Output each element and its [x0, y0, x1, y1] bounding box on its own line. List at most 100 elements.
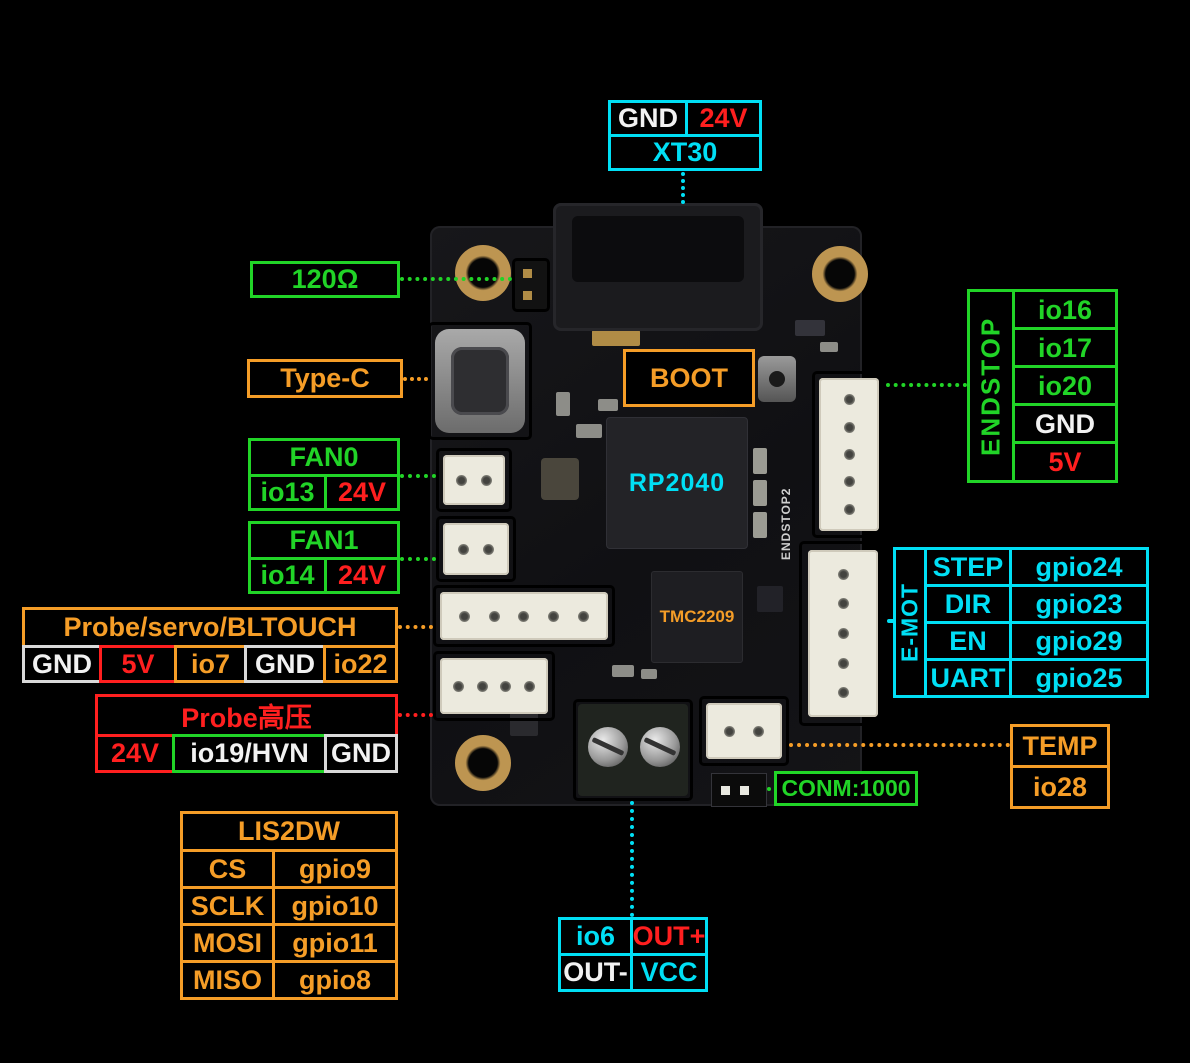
- pin: [753, 725, 764, 737]
- probe-connector: [440, 592, 608, 640]
- solder-tab: [592, 330, 640, 346]
- pin: [458, 610, 470, 622]
- emot-gpio29: gpio29: [1009, 621, 1149, 661]
- xt30-title: XT30: [608, 134, 762, 171]
- heater-pin-io6: io6: [558, 917, 633, 956]
- emot-connector: [808, 550, 878, 717]
- typec-port-slot: [451, 347, 509, 415]
- boot-label: BOOT: [650, 362, 728, 393]
- pin: [476, 680, 488, 692]
- rp2040-chip: RP2040: [606, 417, 748, 549]
- resistor: [753, 480, 767, 506]
- fan0-leader-line: [400, 474, 436, 478]
- endstop-connector-outline: [812, 371, 886, 538]
- endstop-pin-io16: io16: [1012, 289, 1118, 331]
- capacitor: [612, 665, 634, 677]
- emot-title: E-MOT: [893, 547, 927, 698]
- lis2dw-gpio10: gpio10: [272, 886, 398, 926]
- mounting-hole-top-left: [455, 245, 511, 301]
- r120-label: 120Ω: [250, 261, 400, 298]
- probe-hv-leader-line: [398, 713, 433, 717]
- lis2dw-gpio8: gpio8: [272, 960, 398, 1000]
- pin: [452, 680, 464, 692]
- pin: [843, 448, 855, 460]
- pin: [456, 474, 468, 486]
- pin: [578, 610, 590, 622]
- tmc2209-label: TMC2209: [659, 607, 735, 626]
- pin: [843, 476, 855, 488]
- heater-pin-vcc: VCC: [630, 953, 708, 992]
- pad: [523, 269, 532, 278]
- pin: [837, 627, 849, 639]
- conm-label: CONM:1000: [774, 771, 918, 806]
- emot-gpio23: gpio23: [1009, 584, 1149, 624]
- resistor: [753, 448, 767, 474]
- lis2dw-mosi: MOSI: [180, 923, 275, 963]
- pin: [740, 786, 749, 795]
- probe-pin-gnd1: GND: [22, 645, 102, 683]
- typec-label: Type-C: [247, 359, 403, 398]
- capacitor: [820, 342, 838, 352]
- fan1-title: FAN1: [248, 521, 400, 560]
- silkscreen-endstop-text: ENDSTOP2: [779, 487, 793, 560]
- lis2dw-gpio9: gpio9: [272, 849, 398, 889]
- rp2040-label: RP2040: [628, 468, 726, 497]
- xt30-connector-slot: [572, 216, 744, 282]
- probe-hv-title: Probe高压: [95, 694, 398, 737]
- pin: [837, 598, 849, 610]
- probe-pin-5v: 5V: [99, 645, 177, 683]
- pad: [523, 291, 532, 300]
- capacitor: [641, 669, 657, 679]
- pin: [518, 610, 530, 622]
- terminator-120-connector: [512, 258, 550, 312]
- probe-hv-pin-io19: io19/HVN: [172, 734, 327, 773]
- terminal-screw: [588, 727, 628, 767]
- pin: [843, 503, 855, 515]
- mounting-hole-bottom-left: [455, 735, 511, 791]
- probe-leader-line: [398, 625, 433, 629]
- heater-pin-outp: OUT+: [630, 917, 708, 956]
- probe-title: Probe/servo/BLTOUCH: [22, 607, 398, 648]
- conm-jumper: [711, 773, 767, 807]
- fan0-connector: [443, 455, 505, 505]
- fan0-pin-io13: io13: [248, 474, 327, 511]
- emot-uart: UART: [924, 658, 1012, 698]
- xt30-pin-24v: 24V: [685, 100, 762, 137]
- lis2dw-title: LIS2DW: [180, 811, 398, 852]
- pin: [843, 421, 855, 433]
- pin: [724, 725, 735, 737]
- small-ic: [757, 586, 783, 612]
- probe-hv-connector: [440, 658, 548, 714]
- xt30-leader-line: [681, 172, 685, 204]
- capacitor: [598, 399, 618, 411]
- emot-dir: DIR: [924, 584, 1012, 624]
- terminal-screw: [640, 727, 680, 767]
- endstop-title: ENDSTOP: [967, 289, 1015, 483]
- fan1-connector: [443, 523, 509, 575]
- probe-pin-io22: io22: [323, 645, 398, 683]
- emot-gpio25: gpio25: [1009, 658, 1149, 698]
- xt30-pin-gnd: GND: [608, 100, 688, 137]
- lis2dw-gpio11: gpio11: [272, 923, 398, 963]
- fan0-pin-24v: 24V: [324, 474, 400, 511]
- probe-hv-pin-24v: 24V: [95, 734, 175, 773]
- fan1-pin-io14: io14: [248, 557, 327, 594]
- emot-step: STEP: [924, 547, 1012, 587]
- tmc2209-chip: TMC2209: [651, 571, 743, 663]
- fan1-leader-line: [400, 557, 436, 561]
- lis2dw-miso: MISO: [180, 960, 275, 1000]
- capacitor: [576, 424, 602, 438]
- probe-hv-pin-gnd: GND: [324, 734, 398, 773]
- pin: [483, 543, 495, 555]
- temp-leader-line: [789, 743, 1010, 747]
- endstop-pin-io17: io17: [1012, 327, 1118, 369]
- pin: [837, 687, 849, 699]
- pin: [524, 680, 536, 692]
- emot-leader-line: [887, 619, 895, 623]
- lis2dw-cs: CS: [180, 849, 275, 889]
- endstop-pin-io20: io20: [1012, 365, 1118, 407]
- boot-button-cap: [769, 371, 785, 387]
- inductor: [541, 458, 579, 500]
- temp-title: TEMP: [1010, 724, 1110, 768]
- pin: [837, 568, 849, 580]
